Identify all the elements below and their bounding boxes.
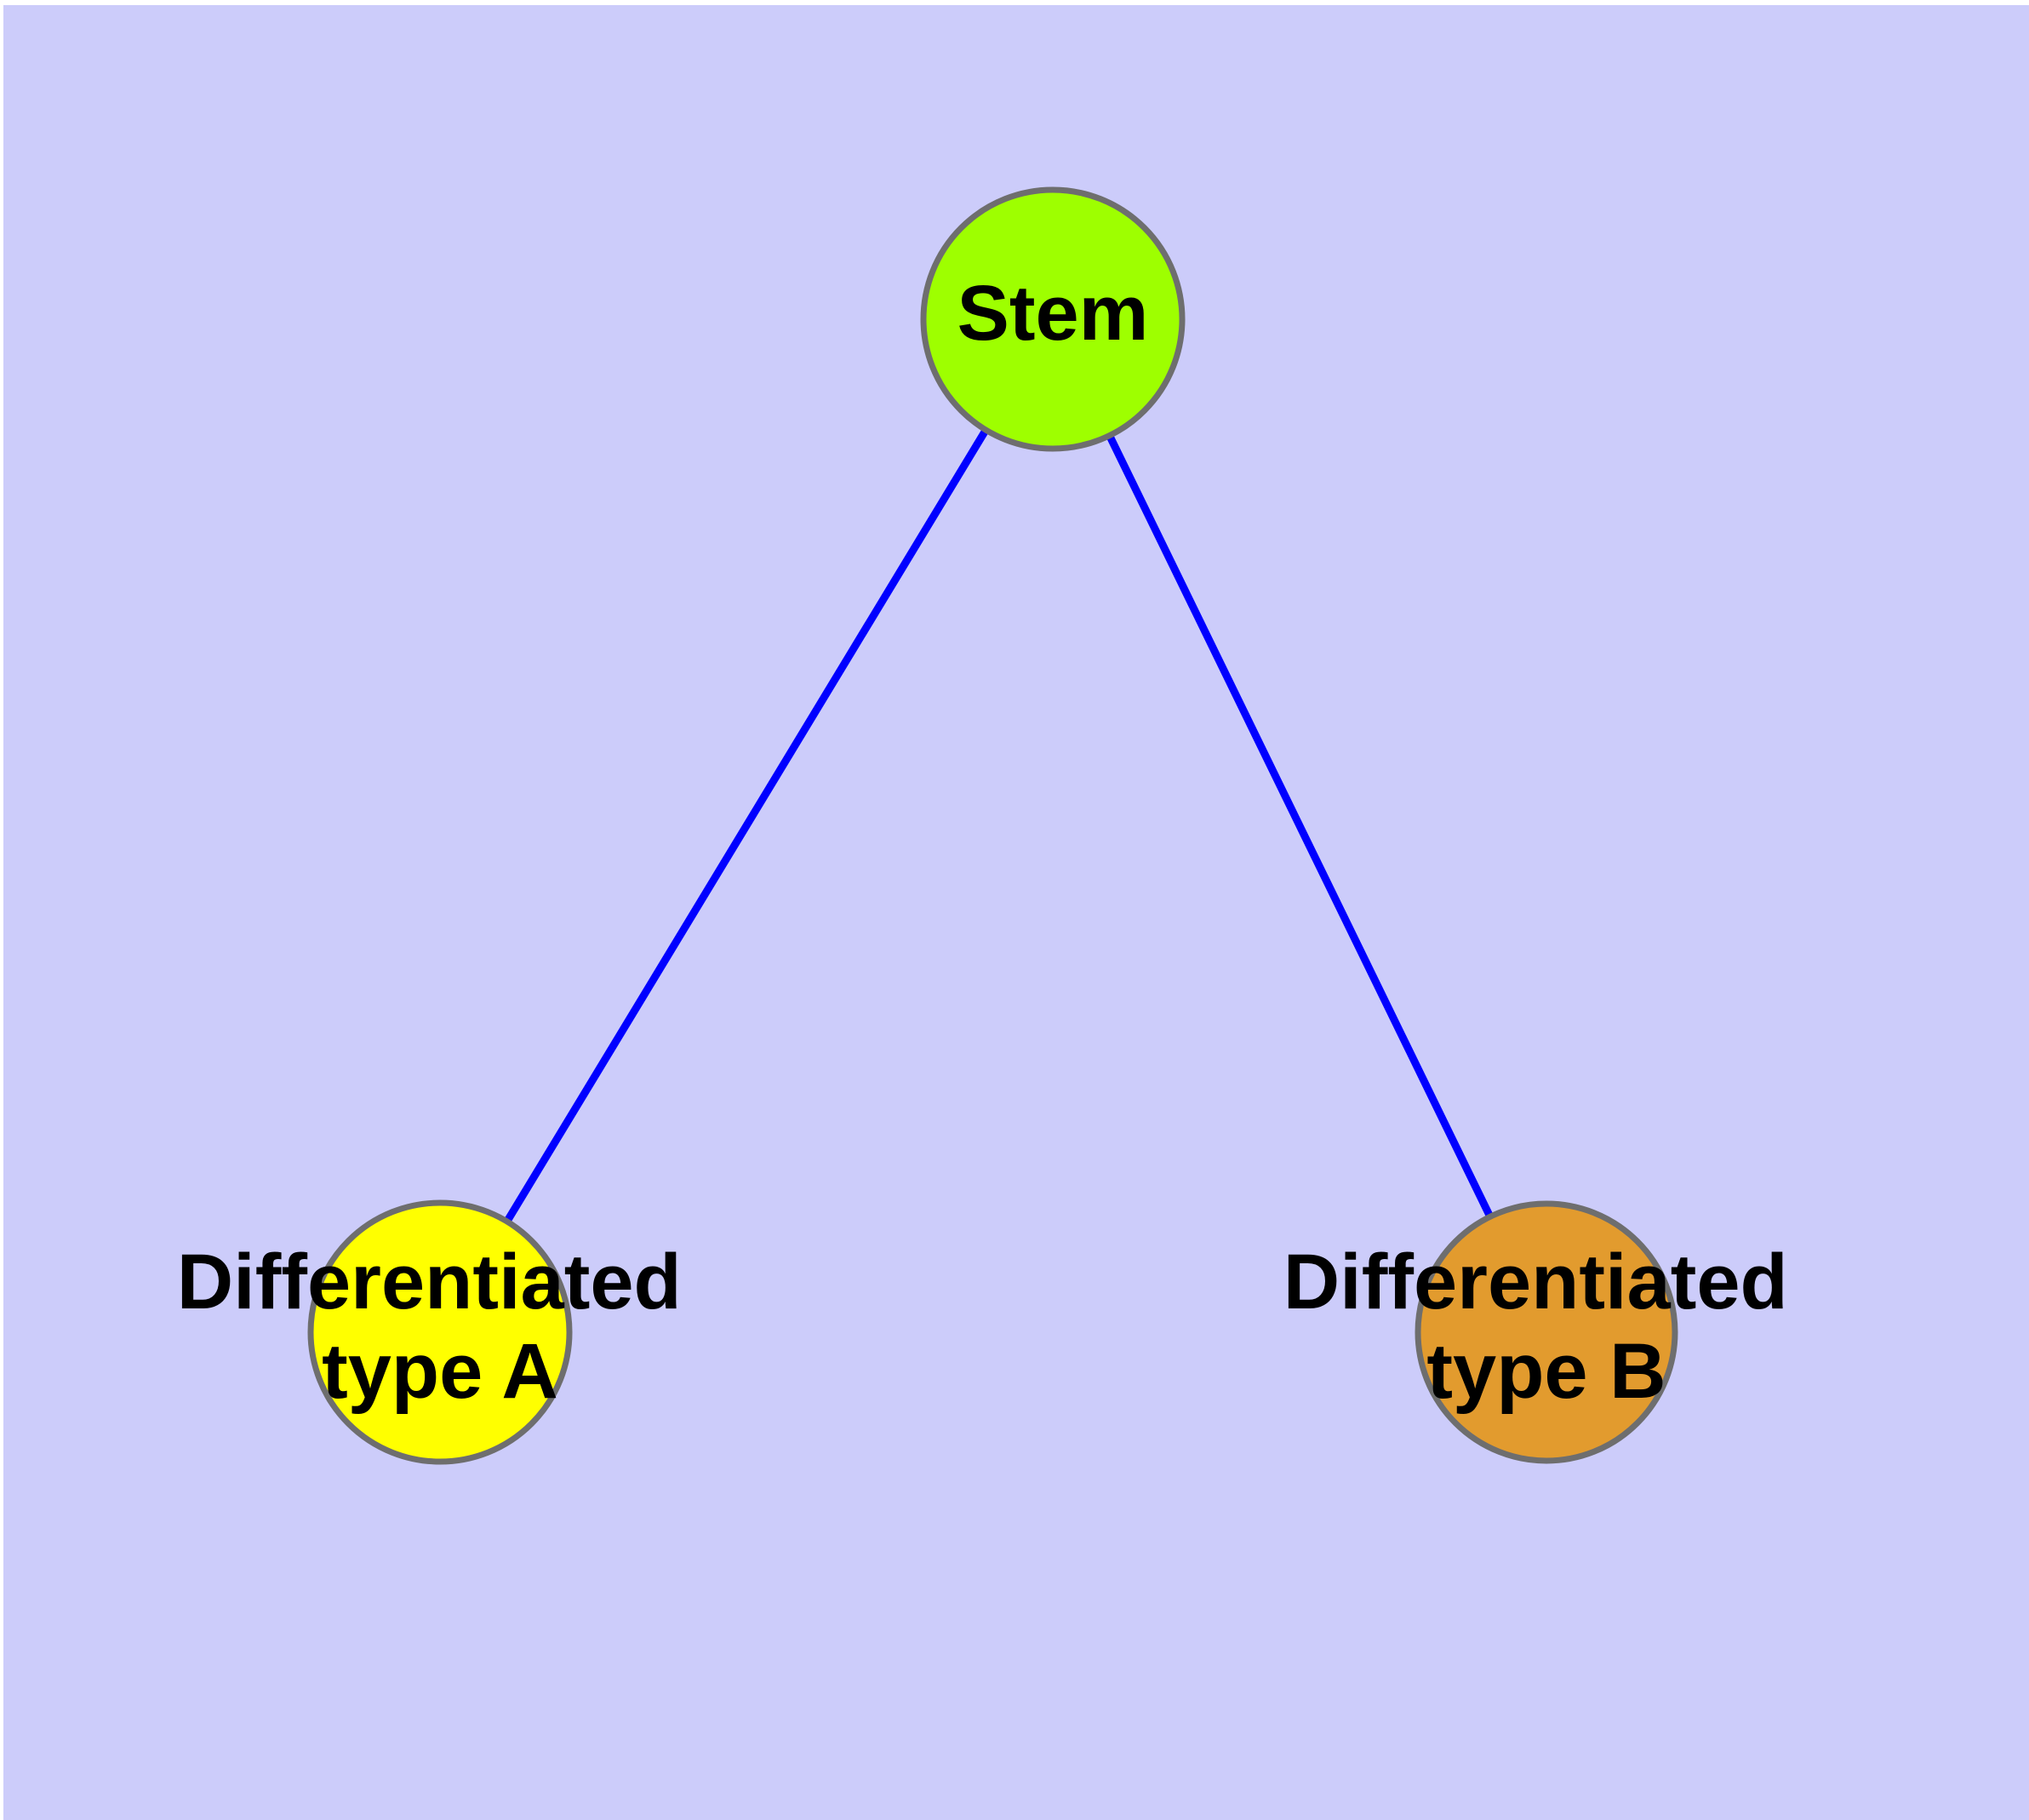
node-stem[interactable] — [920, 186, 1186, 452]
node-differentiated-type-b[interactable] — [1415, 1200, 1678, 1464]
node-label-differentiated-type-b: Differentiated type B — [1283, 1239, 1810, 1415]
node-label-differentiated-type-a-line-1: Differentiated — [177, 1239, 682, 1325]
node-label-stem: Stem — [957, 270, 1149, 357]
node-label-stem-line-1: Stem — [957, 270, 1149, 357]
node-label-differentiated-type-a: Differentiated type A — [177, 1239, 704, 1415]
node-label-differentiated-type-b-line-2: type B — [1426, 1328, 1666, 1415]
node-differentiated-type-a[interactable] — [307, 1199, 573, 1465]
node-layer — [307, 186, 1678, 1465]
node-label-differentiated-type-a-line-2: type A — [322, 1328, 558, 1415]
node-label-differentiated-type-b-line-1: Differentiated — [1283, 1239, 1788, 1325]
edge-layer — [503, 427, 1494, 1224]
edge-stem-to-differentiated-type-a[interactable] — [503, 427, 990, 1224]
edge-stem-to-differentiated-type-b[interactable] — [1106, 433, 1494, 1219]
label-layer: Stem Differentiated type A Differentiate… — [177, 270, 1810, 1415]
